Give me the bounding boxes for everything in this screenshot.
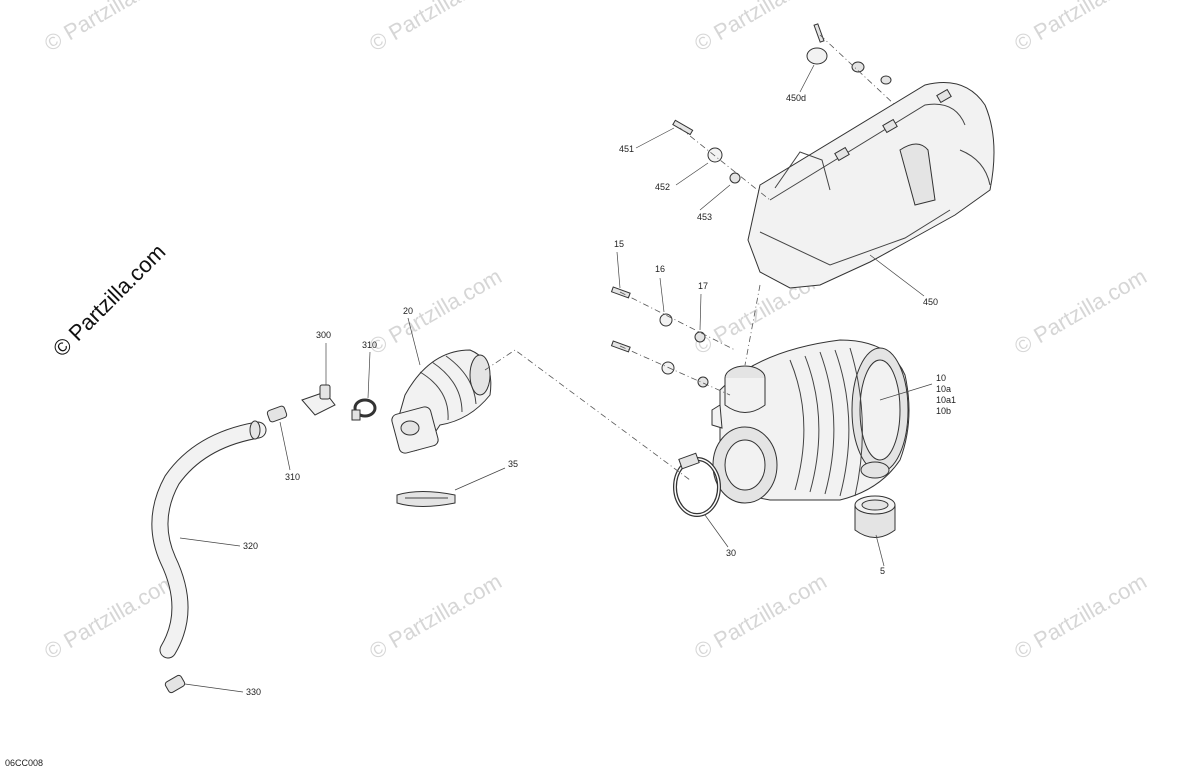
callout-450: 450 — [923, 297, 938, 307]
callout-300: 300 — [316, 330, 331, 340]
watermark: © Partzilla.com — [1010, 569, 1151, 665]
callout-17: 17 — [698, 281, 708, 291]
callout-330: 330 — [246, 687, 261, 697]
watermark-grid: © Partzilla.com © Partzilla.com © Partzi… — [40, 0, 1151, 664]
watermark: © Partzilla.com — [365, 264, 506, 360]
callout-30: 30 — [726, 548, 736, 558]
callout-10: 10 — [936, 373, 946, 383]
intake-duct-20 — [391, 349, 691, 481]
airbox-cover — [747, 82, 995, 289]
callout-450d: 450d — [786, 93, 806, 103]
callout-10b: 10b — [936, 406, 951, 416]
leader-lines — [179, 64, 933, 693]
clamp-310-lower — [266, 405, 288, 423]
coupler-5 — [854, 495, 896, 538]
callout-452: 452 — [655, 182, 670, 192]
callout-10a: 10a — [936, 384, 951, 394]
clamp-30 — [673, 452, 721, 517]
clamp-310 — [351, 398, 377, 421]
hardware — [610, 23, 896, 396]
callout-310-lower: 310 — [285, 472, 300, 482]
callout-310-upper: 310 — [362, 340, 377, 350]
callout-labels: 450d 451 452 453 450 15 16 17 10 10a 10a… — [243, 93, 956, 697]
watermark: © Partzilla.com — [1010, 264, 1151, 360]
air-filter-housing — [711, 339, 910, 504]
watermark: © Partzilla.com — [365, 0, 506, 56]
partzilla-watermark: © Partzilla.com — [48, 239, 171, 362]
callout-453: 453 — [697, 212, 712, 222]
callout-20: 20 — [403, 306, 413, 316]
callout-15: 15 — [614, 239, 624, 249]
watermark: © Partzilla.com — [40, 0, 181, 56]
diagram-code: 06CC008 — [5, 758, 43, 768]
callout-451: 451 — [619, 144, 634, 154]
callout-5: 5 — [880, 566, 885, 576]
callout-16: 16 — [655, 264, 665, 274]
watermark: © Partzilla.com — [365, 569, 506, 665]
clip-330 — [164, 674, 186, 694]
callout-35: 35 — [508, 459, 518, 469]
strap-35 — [396, 491, 456, 507]
hose-320 — [151, 420, 267, 659]
watermark: © Partzilla.com — [690, 569, 831, 665]
callout-10a1: 10a1 — [936, 395, 956, 405]
callout-320: 320 — [243, 541, 258, 551]
watermark: © Partzilla.com — [1010, 0, 1151, 56]
fitting-300 — [301, 384, 336, 416]
watermark: © Partzilla.com — [690, 0, 831, 56]
